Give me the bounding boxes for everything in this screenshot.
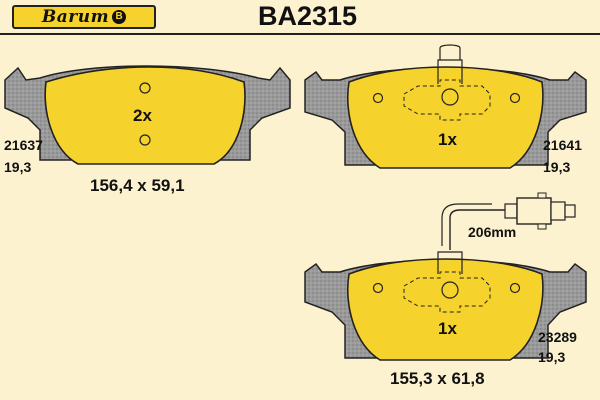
pad-21641-hole-left — [372, 92, 384, 104]
brand-badge-icon: B — [112, 10, 127, 24]
wear-sensor-wire-lead — [441, 203, 492, 246]
pad-21641-clip-outline — [437, 44, 463, 84]
wear-sensor-wire-length: 206mm — [468, 224, 517, 240]
pad-21641 — [304, 44, 587, 169]
pad-21641-hole-center — [441, 88, 459, 106]
pad-23289-dimensions: 155,3 x 61,8 — [390, 369, 485, 388]
header-divider — [0, 33, 600, 35]
pad-23289-clip-outline — [437, 251, 463, 274]
pad-21637-thickness: 19,3 — [4, 159, 32, 175]
brand-logo: Barum B — [12, 5, 156, 29]
part-number: BA2315 — [258, 1, 358, 31]
pad-21637-hole-top — [139, 82, 151, 94]
pad-23289-hole-center — [441, 281, 459, 299]
pad-21641-quantity: 1x — [438, 130, 457, 149]
pad-21637 — [4, 65, 291, 165]
pad-21637-quantity: 2x — [133, 106, 152, 125]
pad-21641-code: 21641 — [543, 137, 582, 153]
pad-23289-code: 23289 — [538, 329, 577, 345]
pad-21637-code: 21637 — [4, 137, 43, 153]
wear-sensor-connector-icon — [504, 192, 576, 230]
pad-23289-thickness: 19,3 — [538, 349, 566, 365]
wear-sensor-wire — [449, 209, 530, 250]
brand-name: Barum — [41, 7, 110, 27]
pad-23289-hole-left — [372, 282, 384, 294]
pad-21641-thickness: 19,3 — [543, 159, 571, 175]
pad-21637-friction — [44, 66, 246, 165]
pad-23289-clip-dashed — [403, 271, 491, 313]
pad-23289 — [304, 192, 587, 361]
pad-21637-dimensions: 156,4 x 59,1 — [90, 176, 185, 195]
pad-21641-clip-dashed — [403, 79, 491, 121]
pad-23289-friction — [346, 258, 544, 361]
pad-23289-quantity: 1x — [438, 319, 457, 338]
header: Barum B BA2315 — [0, 0, 600, 38]
pad-23289-hole-right — [509, 282, 521, 294]
pad-21637-hole-bottom — [139, 134, 151, 146]
pad-21641-hole-right — [509, 92, 521, 104]
pad-21641-friction — [346, 66, 544, 169]
